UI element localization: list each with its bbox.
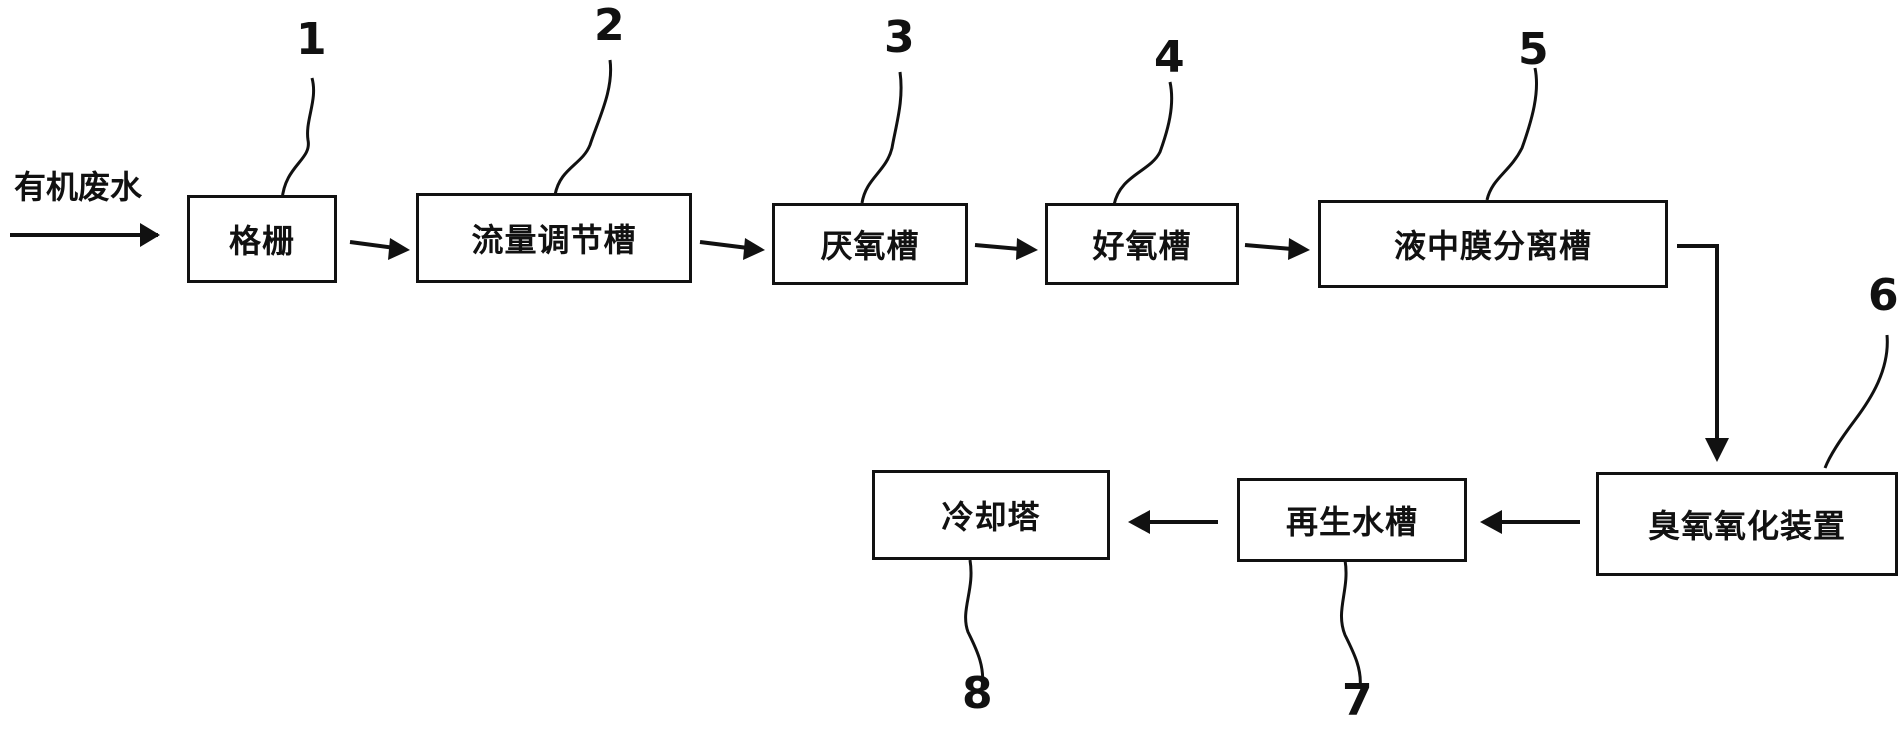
- step-3-number: 3: [884, 12, 915, 63]
- leader-3: [860, 71, 903, 204]
- leader-6: [1823, 334, 1889, 469]
- arrow-input-to-1-head: [140, 223, 160, 247]
- arrow-4-to-5: [1244, 243, 1293, 251]
- step-8-label: 冷却塔: [941, 498, 1041, 536]
- leader-5: [1485, 67, 1539, 201]
- arrow-4-to-5-head: [1288, 238, 1310, 260]
- arrow-3-to-4: [974, 243, 1021, 251]
- step-3-label: 厌氧槽: [820, 227, 920, 265]
- step-5-number: 5: [1518, 24, 1549, 75]
- leader-8: [964, 559, 985, 689]
- step-4-label: 好氧槽: [1092, 227, 1192, 265]
- step-6-number: 6: [1868, 270, 1899, 321]
- leader-1: [280, 77, 316, 201]
- arrow-2-to-3-head: [743, 238, 765, 260]
- step-2-number: 2: [594, 0, 625, 51]
- step-4-number: 4: [1154, 32, 1185, 83]
- arrow-6-to-7-head: [1480, 510, 1502, 534]
- arrow-5-to-6: [1677, 244, 1719, 440]
- arrow-7-to-8-head: [1128, 510, 1150, 534]
- arrow-5-to-6-head: [1705, 438, 1729, 462]
- step-1-label: 格栅: [228, 222, 295, 260]
- step-1-box: 格栅: [187, 195, 337, 283]
- step-8-box: 冷却塔: [872, 470, 1110, 560]
- arrow-2-to-3: [699, 240, 749, 250]
- arrow-3-to-4-head: [1016, 238, 1038, 260]
- step-3-box: 厌氧槽: [772, 203, 968, 285]
- step-2-box: 流量调节槽: [416, 193, 692, 283]
- step-7-number: 7: [1342, 675, 1373, 726]
- step-4-box: 好氧槽: [1045, 203, 1239, 285]
- input-label: 有机废水: [14, 168, 143, 206]
- leader-7: [1340, 559, 1362, 689]
- step-6-label: 臭氧氧化装置: [1647, 507, 1846, 545]
- step-7-box: 再生水槽: [1237, 478, 1467, 562]
- step-1-number: 1: [296, 14, 327, 65]
- step-5-box: 液中膜分离槽: [1318, 200, 1668, 288]
- step-6-box: 臭氧氧化装置: [1596, 472, 1898, 576]
- arrow-1-to-2-head: [388, 238, 410, 260]
- arrow-1-to-2: [349, 240, 396, 250]
- step-5-label: 液中膜分离槽: [1393, 227, 1592, 265]
- step-2-label: 流量调节槽: [471, 221, 637, 259]
- step-7-label: 再生水槽: [1285, 503, 1418, 541]
- leader-4: [1112, 81, 1174, 206]
- leader-2: [553, 59, 613, 196]
- step-8-number: 8: [962, 668, 993, 719]
